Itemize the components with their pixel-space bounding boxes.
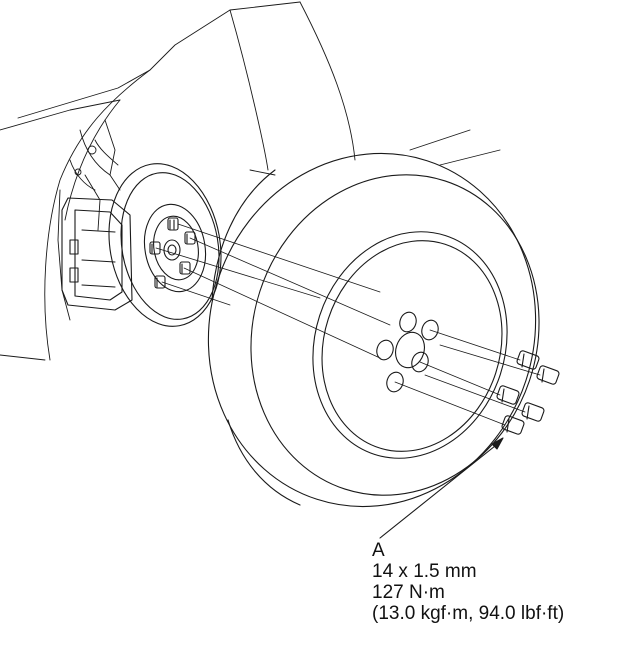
lug-nut-guide-lines bbox=[394, 329, 541, 426]
brake-caliper bbox=[61, 197, 133, 311]
wheel-stud bbox=[184, 231, 196, 245]
lug-nut bbox=[521, 402, 545, 422]
alignment-guide-lines bbox=[155, 223, 391, 359]
wheel-stud bbox=[154, 275, 166, 289]
callout-torque-nm: 127 N·m bbox=[372, 582, 445, 603]
hub-studs bbox=[149, 217, 196, 289]
wheel-stud bbox=[149, 241, 161, 255]
wheel-stud bbox=[167, 217, 179, 231]
callout-leader-arrow bbox=[379, 437, 504, 539]
suspension-knuckle bbox=[57, 119, 121, 321]
wheel-stud bbox=[179, 261, 191, 275]
tire bbox=[207, 152, 540, 508]
lug-nut-a bbox=[501, 415, 525, 435]
callout-label-a: A 14 x 1.5 mm 127 N·m (13.0 kgf·m, 94.0 … bbox=[372, 540, 564, 624]
callout-torque-alt: (13.0 kgf·m, 94.0 lbf·ft) bbox=[372, 603, 565, 624]
wheel-rim bbox=[312, 231, 508, 459]
lug-nut bbox=[496, 385, 520, 405]
lug-nut bbox=[536, 365, 560, 385]
callout-thread-size: 14 x 1.5 mm bbox=[372, 561, 477, 582]
vehicle-body-outline bbox=[0, 1, 501, 361]
brake-rotor bbox=[108, 163, 222, 327]
callout-letter: A bbox=[372, 540, 385, 561]
lug-nut bbox=[516, 350, 540, 370]
